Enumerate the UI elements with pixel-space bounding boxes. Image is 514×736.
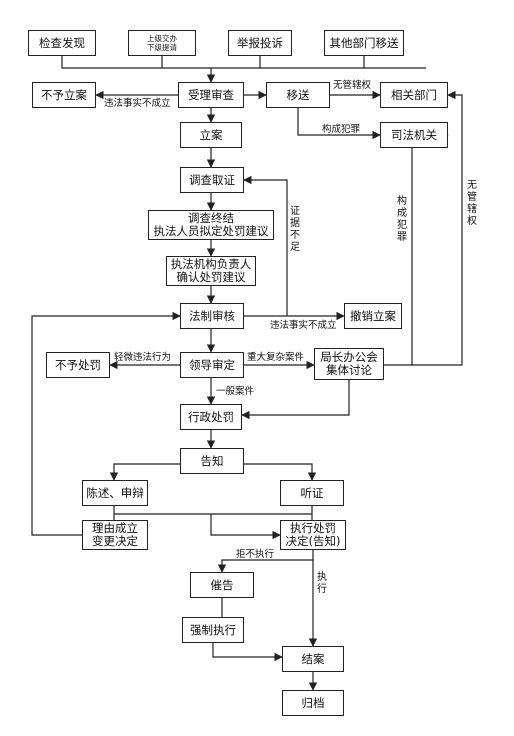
node-close-case: 结案 bbox=[282, 646, 344, 672]
node-statement: 陈述、申辩 bbox=[82, 480, 148, 506]
node-other-dept: 其他部门移送 bbox=[324, 30, 404, 56]
connector-34 bbox=[212, 643, 283, 662]
node-enforce: 强制执行 bbox=[182, 617, 244, 643]
node-urge: 催告 bbox=[190, 572, 254, 598]
node-hearing: 听证 bbox=[280, 480, 344, 506]
node-admin-penalty: 行政处罚 bbox=[180, 404, 242, 430]
node-report: 举报投诉 bbox=[228, 30, 292, 56]
node-inspection: 检查发现 bbox=[28, 30, 96, 56]
node-notify: 告知 bbox=[180, 448, 244, 474]
connector-19 bbox=[384, 130, 449, 366]
label-minor-violation: 轻微违法行为 bbox=[114, 352, 172, 363]
label-insufficient-evidence: 证据不足 bbox=[290, 206, 300, 253]
label-fact-not-established-1: 违法事实不成立 bbox=[104, 98, 171, 109]
connector-29 bbox=[210, 514, 281, 540]
node-related-dept: 相关部门 bbox=[380, 82, 448, 108]
label-crime-v: 构成犯罪 bbox=[397, 196, 407, 243]
node-judicial: 司法机关 bbox=[380, 122, 448, 148]
connector-31 bbox=[217, 550, 314, 573]
label-crime-h: 构成犯罪 bbox=[322, 124, 361, 135]
node-investigate: 调查取证 bbox=[180, 167, 244, 193]
node-cancel-case: 撤销立案 bbox=[344, 303, 402, 329]
connector-25 bbox=[211, 463, 317, 481]
node-transfer: 移送 bbox=[266, 82, 330, 108]
connector-30 bbox=[31, 311, 181, 536]
node-superior: 上级交办 下级提请 bbox=[128, 30, 196, 56]
label-fact-not-established-2: 违法事实不成立 bbox=[270, 320, 337, 331]
connector-21 bbox=[241, 380, 350, 420]
node-agency-head: 执法机构负责人 确认处罚建议 bbox=[166, 256, 256, 286]
node-leader-review: 领导审定 bbox=[180, 352, 244, 378]
connector-8 bbox=[297, 108, 381, 140]
node-file-case: 立案 bbox=[180, 122, 242, 148]
node-investigation-end: 调查终结 执法人员拟定处罚建议 bbox=[148, 210, 274, 240]
node-accept-review: 受理审查 bbox=[178, 82, 244, 108]
label-no-jurisdiction-v: 无管辖权 bbox=[467, 180, 477, 227]
connector-15 bbox=[243, 175, 288, 316]
label-refuse-execute: 拒不执行 bbox=[236, 549, 275, 560]
label-major-complex: 重大复杂案件 bbox=[247, 352, 305, 363]
label-no-jurisdiction-h: 无管辖权 bbox=[333, 80, 372, 91]
node-execute-decision: 执行处罚 决定(告知) bbox=[280, 520, 346, 550]
label-execute: 执行 bbox=[317, 572, 327, 595]
node-director-meeting: 局长办公会 集体讨论 bbox=[314, 348, 384, 380]
node-archive: 归档 bbox=[282, 690, 344, 716]
node-legal-review: 法制审核 bbox=[180, 303, 244, 329]
connector-0 bbox=[61, 56, 426, 69]
connector-20 bbox=[412, 90, 463, 366]
node-change-decision: 理由成立 变更决定 bbox=[82, 520, 148, 550]
node-no-case: 不予立案 bbox=[32, 82, 96, 108]
label-general-case: 一般案件 bbox=[216, 386, 255, 397]
node-no-penalty: 不予处罚 bbox=[46, 352, 110, 378]
